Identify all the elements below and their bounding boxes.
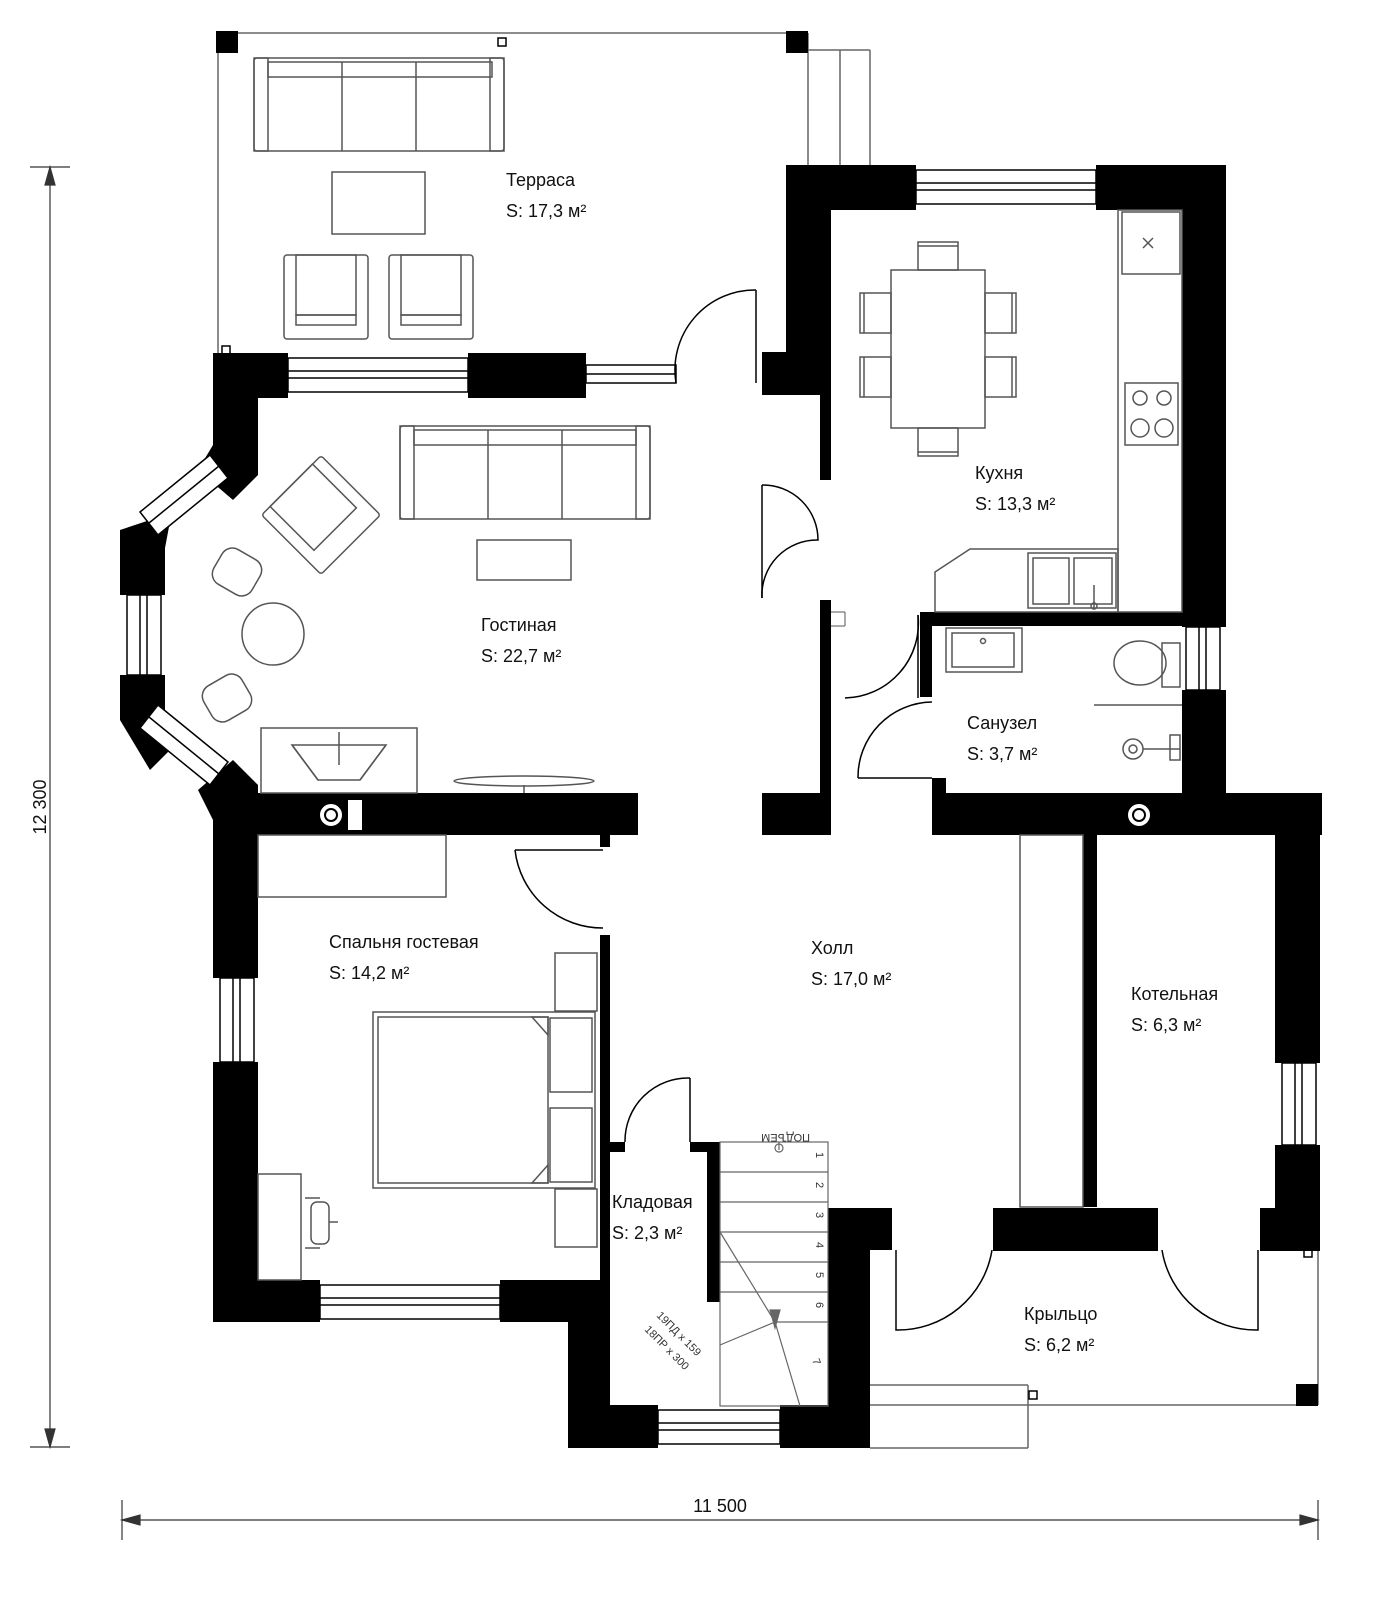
terrace-post-small xyxy=(221,345,231,355)
terrace-armchair xyxy=(283,254,369,340)
room-area: S: 2,3 м² xyxy=(612,1223,682,1243)
room-name: Гостиная xyxy=(481,615,557,635)
doors xyxy=(514,289,1259,1331)
stair-step-6: 6 xyxy=(813,1302,825,1308)
bath-fixtures xyxy=(945,627,1182,761)
desk xyxy=(257,1173,338,1281)
room-area: S: 17,0 м² xyxy=(811,969,891,989)
terrace-outline xyxy=(217,32,871,355)
stair-step-1: 1 xyxy=(813,1152,825,1158)
stair-step-2: 2 xyxy=(813,1182,825,1188)
dining-table xyxy=(859,241,1017,457)
stair-step-7: 7 xyxy=(809,1357,822,1367)
room-area: S: 6,2 м² xyxy=(1024,1335,1094,1355)
room-area: S: 6,3 м² xyxy=(1131,1015,1201,1035)
terrace-armchair xyxy=(388,254,474,340)
stair-step-3: 3 xyxy=(813,1212,825,1218)
chair-icon xyxy=(201,547,263,723)
terrace-post xyxy=(216,31,238,53)
vent-icon xyxy=(318,800,362,830)
living-coffee-table xyxy=(476,539,572,581)
room-name: Холл xyxy=(811,938,853,958)
windows xyxy=(126,169,1317,1445)
boiler-shelf xyxy=(1019,834,1084,1208)
dimension-width xyxy=(119,1500,1321,1540)
room-name: Терраса xyxy=(506,170,576,190)
terrace-sofa xyxy=(253,57,505,152)
wardrobe xyxy=(257,834,447,898)
fireplace xyxy=(260,727,418,794)
stair-step-4: 4 xyxy=(813,1242,825,1248)
room-area: S: 17,3 м² xyxy=(506,201,586,221)
close-icon xyxy=(1142,237,1154,249)
dimension-height-label: 12 300 xyxy=(30,779,50,834)
living-armchair xyxy=(262,456,380,574)
staircase xyxy=(719,1141,829,1407)
room-label-pantry: Кладовая S: 2,3 м² xyxy=(612,1192,693,1243)
room-label-kitchen: Кухня S: 13,3 м² xyxy=(975,463,1055,514)
room-name: Спальня гостевая xyxy=(329,932,479,952)
room-name: Крыльцо xyxy=(1024,1304,1097,1324)
room-label-guest: Спальня гостевая S: 14,2 м² xyxy=(329,932,479,983)
room-name: Кладовая xyxy=(612,1192,693,1212)
stair-step-5: 5 xyxy=(813,1272,825,1278)
kitchen-hatch xyxy=(831,611,846,627)
room-label-terrace: Терраса S: 17,3 м² xyxy=(506,170,586,221)
walls xyxy=(120,165,1322,1448)
room-label-porch: Крыльцо S: 6,2 м² xyxy=(1024,1304,1097,1355)
room-label-boiler: Котельная S: 6,3 м² xyxy=(1131,984,1218,1035)
tv-icon xyxy=(453,775,595,793)
room-label-hall: Холл S: 17,0 м² xyxy=(811,938,891,989)
dining-round-table xyxy=(241,602,305,666)
kitchen-counter xyxy=(934,209,1183,613)
terrace-post-small xyxy=(497,37,507,47)
room-name: Котельная xyxy=(1131,984,1218,1004)
dimension-height xyxy=(30,164,70,1450)
terrace-post xyxy=(786,31,808,53)
room-area: S: 13,3 м² xyxy=(975,494,1055,514)
living-sofa xyxy=(399,425,651,520)
room-label-living: Гостиная S: 22,7 м² xyxy=(481,615,561,666)
room-area: S: 22,7 м² xyxy=(481,646,561,666)
terrace-table xyxy=(331,171,426,235)
vent-icon xyxy=(1126,802,1152,828)
stair-direction-label: ПОДЪЕМ xyxy=(761,1131,810,1143)
porch-post xyxy=(1296,1384,1318,1406)
porch-post-small xyxy=(1303,1248,1313,1258)
porch-post-small xyxy=(1028,1390,1038,1400)
room-name: Санузел xyxy=(967,713,1037,733)
room-area: S: 14,2 м² xyxy=(329,963,409,983)
room-label-bath: Санузел S: 3,7 м² xyxy=(967,713,1037,764)
dimension-width-label: 11 500 xyxy=(693,1496,747,1516)
porch-outline xyxy=(870,1251,1319,1449)
bed xyxy=(372,952,598,1248)
bay-window xyxy=(138,453,230,787)
stair-step-numbers: 1 2 3 4 5 6 7 xyxy=(809,1152,825,1367)
room-area: S: 3,7 м² xyxy=(967,744,1037,764)
room-name: Кухня xyxy=(975,463,1023,483)
